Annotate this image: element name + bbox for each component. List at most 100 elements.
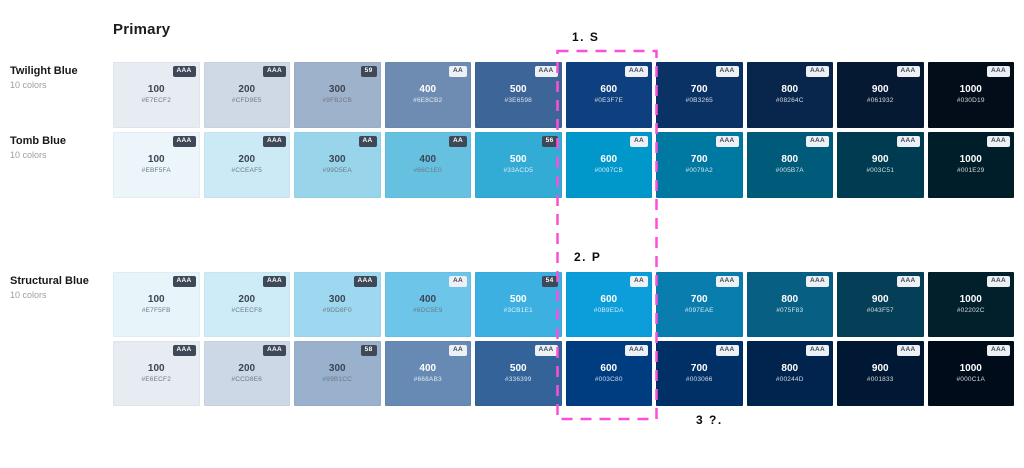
swatch-hex-label: #33ACD5 (503, 167, 534, 175)
contrast-badge: AAA (534, 345, 558, 356)
color-swatch[interactable]: AAA 1000#030D19 (927, 62, 1014, 128)
swatch-hex-label: #0079A2 (685, 167, 713, 175)
contrast-badge: AAA (715, 66, 739, 77)
contrast-badge: AAA (987, 345, 1010, 356)
swatch-hex-label: #030D19 (956, 97, 985, 105)
swatch-hex-label: #0B9EDA (593, 306, 624, 314)
swatch-step-label: 1000 (959, 84, 982, 96)
swatch-hex-label: #CEECF8 (231, 306, 263, 314)
contrast-badge: 59 (360, 66, 377, 77)
swatch-step-label: 300 (328, 84, 346, 96)
swatch-hex-label: #001833 (866, 375, 894, 383)
contrast-badge: AA (449, 66, 467, 77)
contrast-badge: AA (630, 136, 648, 147)
swatch-hex-label: #6DC5E9 (412, 306, 443, 314)
swatch-step-label: 100 (147, 84, 165, 96)
swatch-hex-label: #043F57 (866, 306, 894, 314)
swatch-step-label: 700 (690, 362, 708, 374)
swatch-hex-label: #3E6598 (504, 97, 532, 105)
swatch-step-label: 900 (871, 362, 889, 374)
swatch-hex-label: #EBF5FA (141, 167, 171, 175)
swatch-hex-label: #66C1E0 (413, 167, 442, 175)
contrast-badge: AAA (987, 66, 1010, 77)
swatch-hex-label: #CCD8E6 (231, 375, 263, 383)
swatch-hex-label: #9DD8F0 (322, 306, 352, 314)
swatch-step-label: 500 (509, 293, 527, 305)
swatch-step-label: 800 (781, 84, 799, 96)
contrast-badge: AAA (172, 345, 196, 356)
palette-count: 10 colors (10, 80, 47, 90)
contrast-badge: AAA (896, 66, 920, 77)
contrast-badge: AAA (715, 276, 739, 287)
swatch-hex-label: #003C80 (594, 375, 623, 383)
swatch-step-label: 400 (419, 154, 437, 166)
contrast-badge: AAA (806, 276, 829, 287)
swatch-hex-label: #0B3265 (685, 97, 713, 105)
contrast-badge: AAA (353, 276, 377, 287)
contrast-badge: AAA (806, 345, 829, 356)
annotation-step-2: 2. P (574, 250, 602, 264)
swatch-step-label: 800 (781, 293, 799, 305)
swatch-step-label: 300 (328, 362, 346, 374)
contrast-badge: AAA (534, 66, 558, 77)
swatch-hex-label: #003066 (685, 375, 713, 383)
color-swatch[interactable]: AAA 800#00244D (746, 341, 833, 406)
swatch-step-label: 500 (509, 154, 527, 166)
swatch-hex-label: #08264C (775, 97, 804, 105)
swatch-step-label: 600 (600, 293, 618, 305)
swatch-step-label: 800 (781, 362, 799, 374)
contrast-badge: AA (358, 136, 377, 147)
annotation-step-3: 3 ?. (696, 413, 723, 427)
contrast-badge: 58 (360, 345, 377, 356)
swatch-hex-label: #00244D (775, 375, 804, 383)
annotation-step-1: 1. S (572, 30, 600, 44)
palette-count: 10 colors (10, 150, 47, 160)
contrast-badge: 54 (541, 276, 558, 287)
contrast-badge: AAA (263, 276, 286, 287)
